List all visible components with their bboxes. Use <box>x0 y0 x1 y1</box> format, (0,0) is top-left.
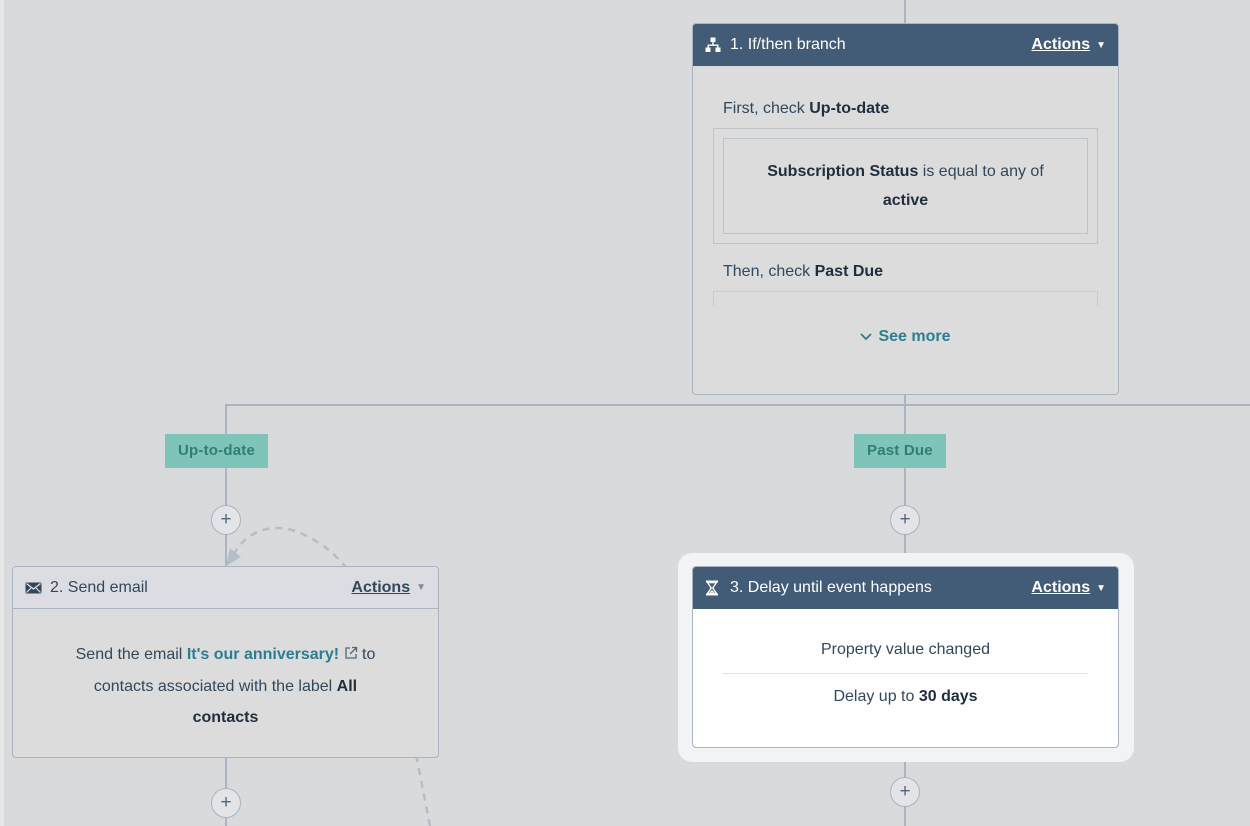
actions-menu-button[interactable]: Actions <box>1031 36 1091 53</box>
condition-operator: is equal to any of <box>922 163 1044 180</box>
add-action-button[interactable]: + <box>890 777 920 807</box>
chevron-down-icon <box>860 328 873 346</box>
association-label-part1: All <box>336 678 358 695</box>
card-header: 1. If/then branch Actions ▼ <box>693 24 1118 66</box>
email-text-prefix: Send the email <box>75 646 183 663</box>
card-body: Send the email It's our anniversary! to … <box>13 609 438 733</box>
send-email-card[interactable]: 2. Send email Actions ▼ Send the email I… <box>12 566 439 758</box>
external-link-icon[interactable] <box>344 640 358 671</box>
condition-value: active <box>882 192 929 209</box>
email-text-to: to <box>362 646 376 663</box>
delay-duration-line: Delay up to 30 days <box>723 674 1088 706</box>
delay-prefix: Delay up to <box>833 688 915 705</box>
email-link[interactable]: It's our anniversary! <box>186 646 340 663</box>
connector-horizontal <box>225 404 1250 406</box>
see-more-label: See more <box>878 328 951 345</box>
add-action-button[interactable]: + <box>211 505 241 535</box>
card-title: 2. Send email <box>50 578 148 596</box>
branch-tag-past-due: Past Due <box>854 434 946 468</box>
then-check-line: Then, check Past Due <box>723 263 1088 281</box>
delay-value: 30 days <box>918 688 978 705</box>
if-then-branch-card[interactable]: 1. If/then branch Actions ▼ First, check… <box>692 23 1119 395</box>
connector-top <box>904 0 906 24</box>
association-label-part2: contacts <box>192 709 259 726</box>
condition-box: Subscription Status is equal to any of a… <box>713 128 1098 244</box>
condition-property: Subscription Status <box>767 163 919 180</box>
condition-box-truncated <box>713 291 1098 306</box>
add-action-button[interactable]: + <box>211 788 241 818</box>
hourglass-icon <box>705 580 723 596</box>
connector-branch-down <box>904 394 906 566</box>
first-check-line: First, check Up-to-date <box>723 100 1088 118</box>
then-check-prefix: Then, check <box>723 263 811 280</box>
actions-menu-button[interactable]: Actions <box>1031 579 1091 596</box>
first-check-prefix: First, check <box>723 100 805 117</box>
canvas-edge <box>0 0 4 826</box>
card-header: 3. Delay until event happens Actions ▼ <box>693 567 1118 609</box>
first-check-branch: Up-to-date <box>809 100 890 117</box>
card-title: 3. Delay until event happens <box>730 579 932 596</box>
card-header: 2. Send email Actions ▼ <box>13 567 438 609</box>
actions-menu-button[interactable]: Actions <box>351 578 411 596</box>
then-check-branch: Past Due <box>814 263 884 280</box>
card-body: First, check Up-to-date Subscription Sta… <box>693 100 1118 306</box>
chevron-down-icon[interactable]: ▼ <box>416 582 426 593</box>
see-more-button[interactable]: See more <box>693 328 1118 346</box>
delay-until-event-card[interactable]: 3. Delay until event happens Actions ▼ P… <box>692 566 1119 748</box>
chevron-down-icon[interactable]: ▼ <box>1096 582 1106 594</box>
card-body: Property value changed Delay up to 30 da… <box>693 609 1118 706</box>
branch-icon <box>705 37 723 53</box>
connector-left-down <box>225 404 227 566</box>
email-text-middle: contacts associated with the label <box>93 678 333 695</box>
chevron-down-icon[interactable]: ▼ <box>1096 39 1106 51</box>
envelope-icon <box>25 580 43 596</box>
delay-event-text: Property value changed <box>723 609 1088 674</box>
branch-tag-up-to-date: Up-to-date <box>165 434 268 468</box>
card-title: 1. If/then branch <box>730 36 846 53</box>
add-action-button[interactable]: + <box>890 505 920 535</box>
